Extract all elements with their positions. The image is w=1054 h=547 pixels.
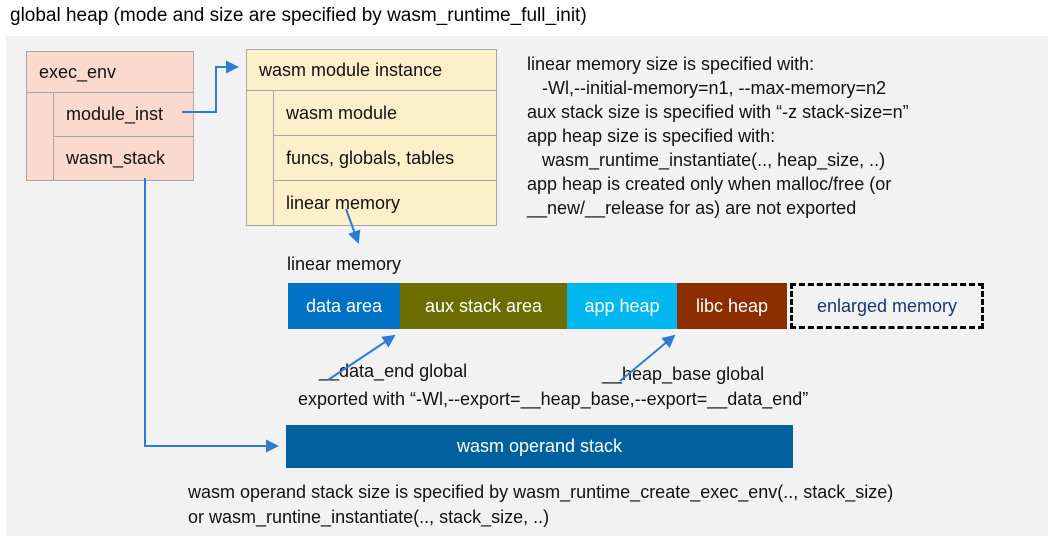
linear-memory-label: linear memory: [287, 254, 402, 274]
note-line: app heap is created only when malloc/fre…: [527, 174, 892, 194]
exec-env-row-module-inst: module_inst: [53, 93, 193, 137]
bar-segment-app-heap: app heap: [567, 283, 677, 329]
diagram-panel: exec_env module_inst wasm_stack wasm mod…: [6, 36, 1048, 536]
module-instance-header: wasm module instance: [247, 50, 496, 91]
note-line: wasm_runtime_instantiate(.., heap_size, …: [527, 150, 886, 170]
data-end-global-label: __data_end global: [319, 361, 468, 381]
exec-env-header: exec_env: [27, 52, 193, 93]
note-line: wasm operand stack size is specified by …: [188, 482, 894, 502]
linear-memory-notes: linear memory size is specified with: -W…: [527, 52, 909, 220]
exported-with-label: exported with “-Wl,--export=__heap_base,…: [298, 389, 809, 409]
note-line: app heap size is specified with:: [527, 126, 776, 146]
bar-segment-aux-stack-area: aux stack area: [400, 283, 567, 329]
exec-env-row-wasm-stack: wasm_stack: [53, 137, 193, 180]
note-line: or wasm_runtine_instantiate(.., stack_si…: [188, 507, 550, 527]
bar-segment-libc-heap: libc heap: [677, 283, 787, 329]
exec-env-box: exec_env module_inst wasm_stack: [26, 51, 194, 181]
diagram-title: global heap (mode and size are specified…: [10, 5, 587, 26]
module-instance-box: wasm module instance wasm module funcs, …: [246, 49, 497, 226]
note-line: linear memory size is specified with:: [527, 54, 815, 74]
note-line: -Wl,--initial-memory=n1, --max-memory=n2: [527, 78, 887, 98]
linear-memory-bar: data area aux stack area app heap libc h…: [288, 283, 984, 329]
note-line: aux stack size is specified with “-z sta…: [527, 102, 909, 122]
bar-segment-data-area: data area: [288, 283, 400, 329]
wasm-operand-stack-bar: wasm operand stack: [286, 425, 793, 468]
heap-base-global-label: __heap_base global: [602, 364, 765, 384]
module-instance-row-linear-memory: linear memory: [273, 181, 496, 225]
module-instance-row-funcs-globals-tables: funcs, globals, tables: [273, 136, 496, 181]
operand-stack-note: wasm operand stack size is specified by …: [188, 480, 893, 530]
bar-segment-enlarged-memory: enlarged memory: [790, 283, 984, 329]
note-line: __new/__release for as) are not exported: [527, 198, 857, 218]
module-instance-row-wasm-module: wasm module: [273, 91, 496, 136]
